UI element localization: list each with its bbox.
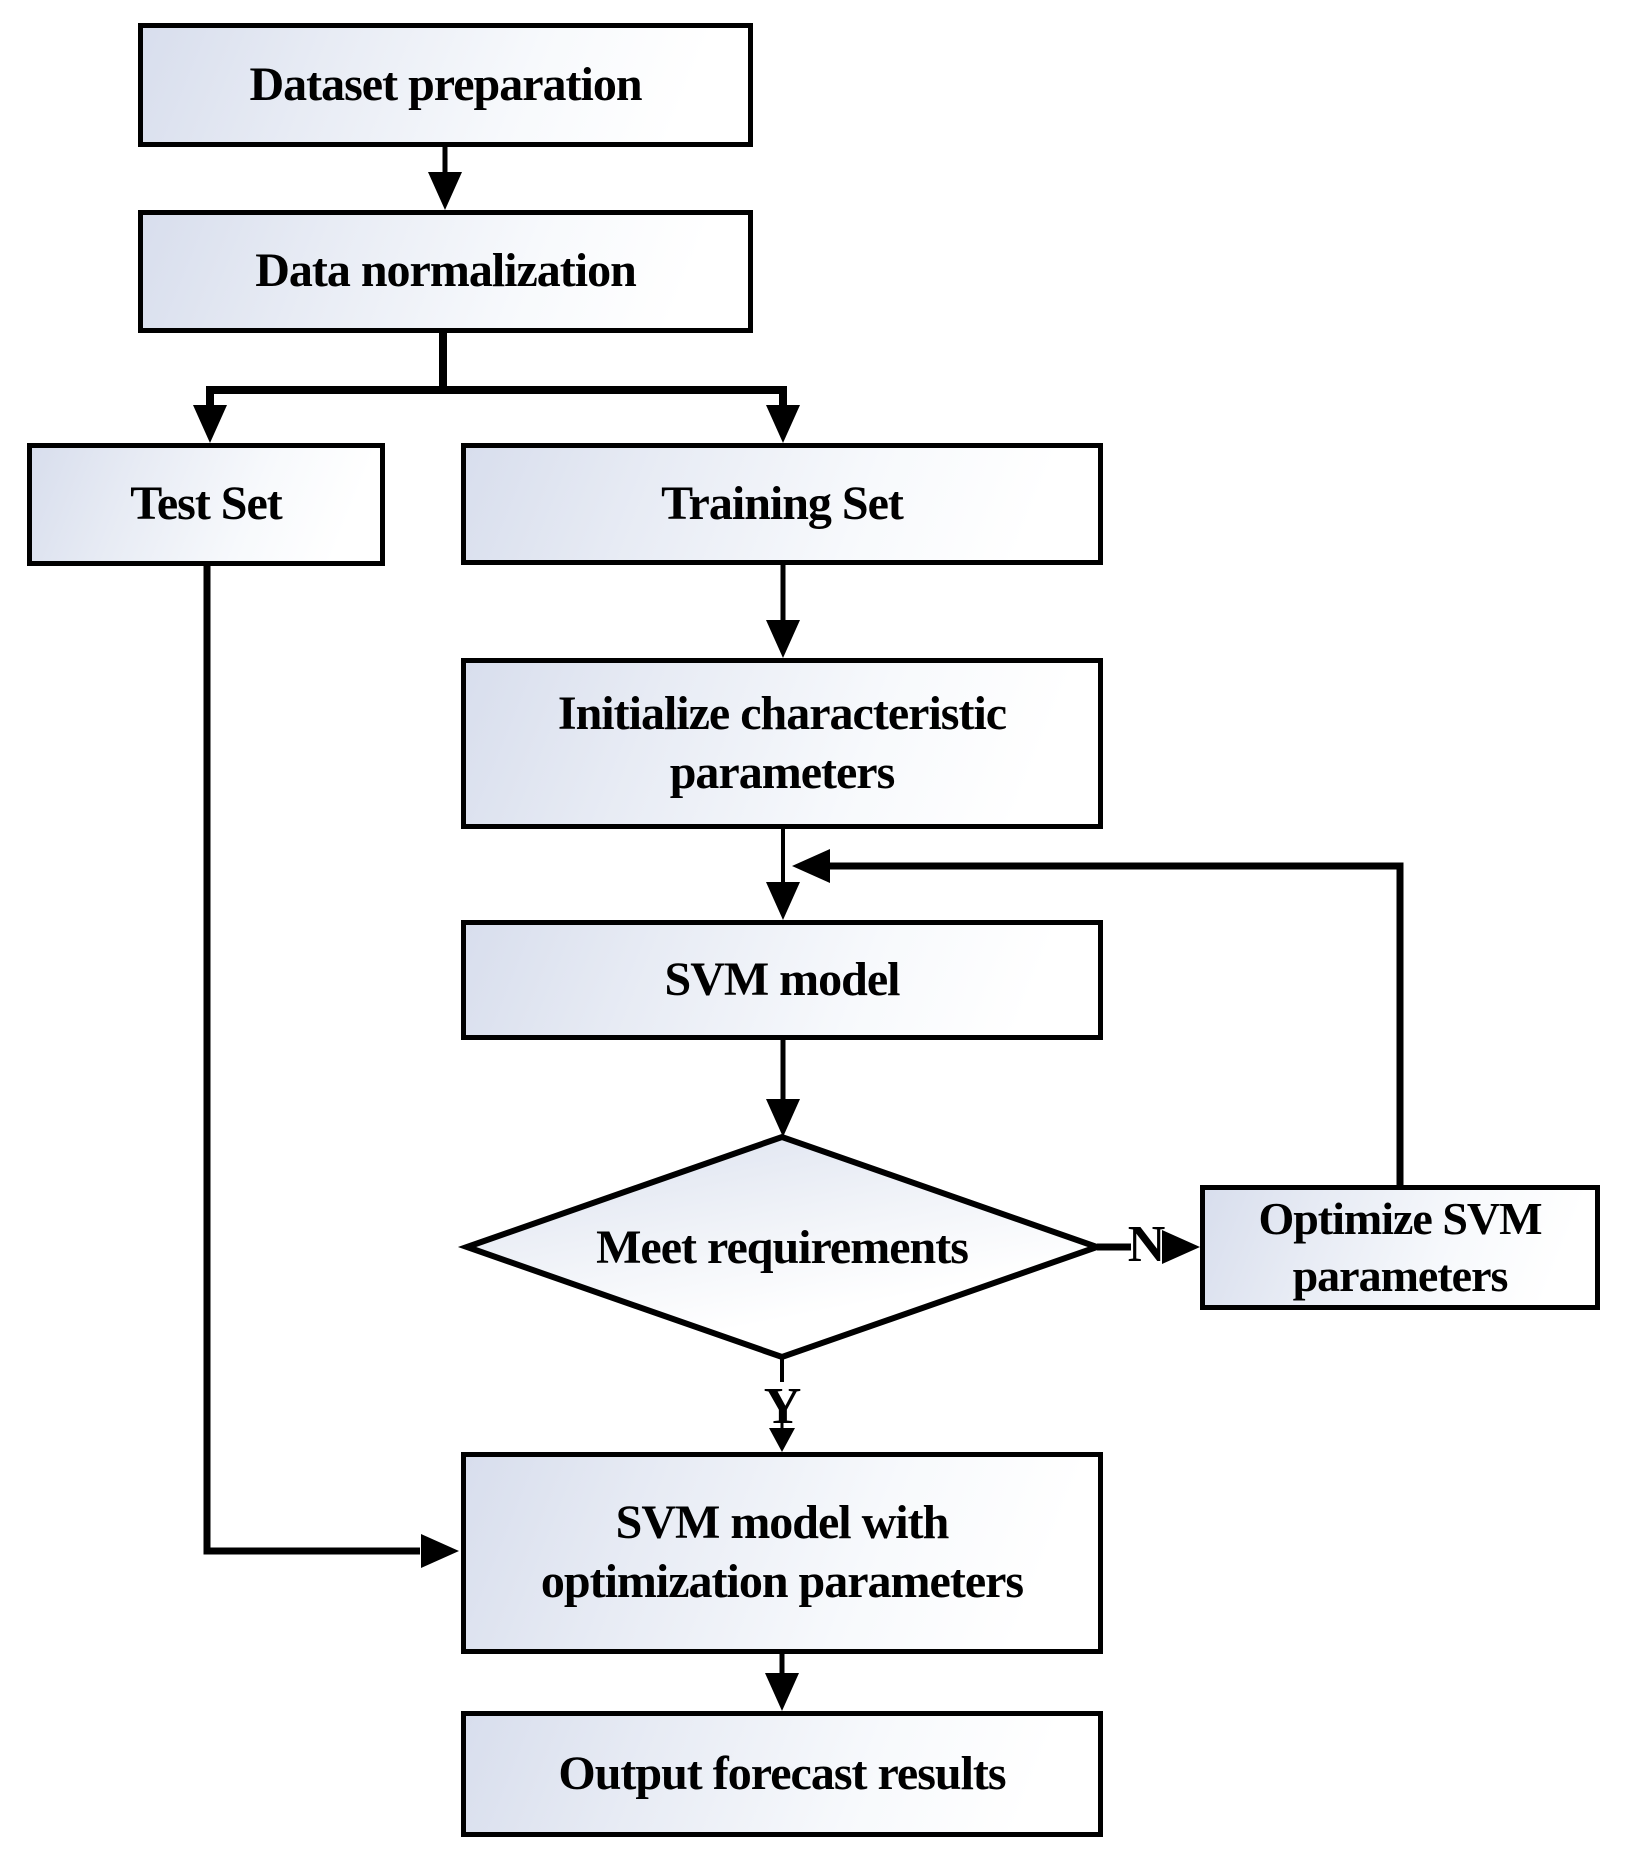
node-meet-requirements-label: Meet requirements (596, 1220, 969, 1274)
node-dataset-preparation: Dataset preparation (138, 23, 753, 147)
edge-testset-to-optimized-model-arrow (203, 566, 459, 1568)
edge-normalization-split (193, 333, 800, 443)
edge-label-yes: Y (763, 1377, 802, 1435)
node-output-forecast-results: Output forecast results (461, 1711, 1103, 1837)
edge-label-no: N (1127, 1215, 1166, 1273)
node-data-normalization: Data normalization (138, 210, 753, 333)
edge-optimized-to-output-arrow (765, 1654, 799, 1711)
node-svm-model: SVM model (461, 920, 1103, 1040)
edge-no-arrow (1097, 1230, 1200, 1264)
edge-yes-arrow (769, 1357, 795, 1452)
node-training-set: Training Set (461, 443, 1103, 565)
node-svm-model-optimized: SVM model with optimization parameters (461, 1452, 1103, 1654)
edge-training-to-initialize-arrow (766, 565, 800, 658)
node-initialize-parameters: Initialize characteristic parameters (461, 658, 1103, 829)
node-test-set: Test Set (27, 443, 385, 566)
edge-svm-to-decision-arrow (766, 1040, 800, 1137)
edge-dataset-to-normalization-arrow (428, 147, 462, 210)
node-optimize-svm-parameters: Optimize SVM parameters (1200, 1185, 1600, 1310)
edge-feedback-loop-arrow (792, 849, 1404, 1185)
edge-initialize-to-svm-arrow (766, 829, 800, 920)
